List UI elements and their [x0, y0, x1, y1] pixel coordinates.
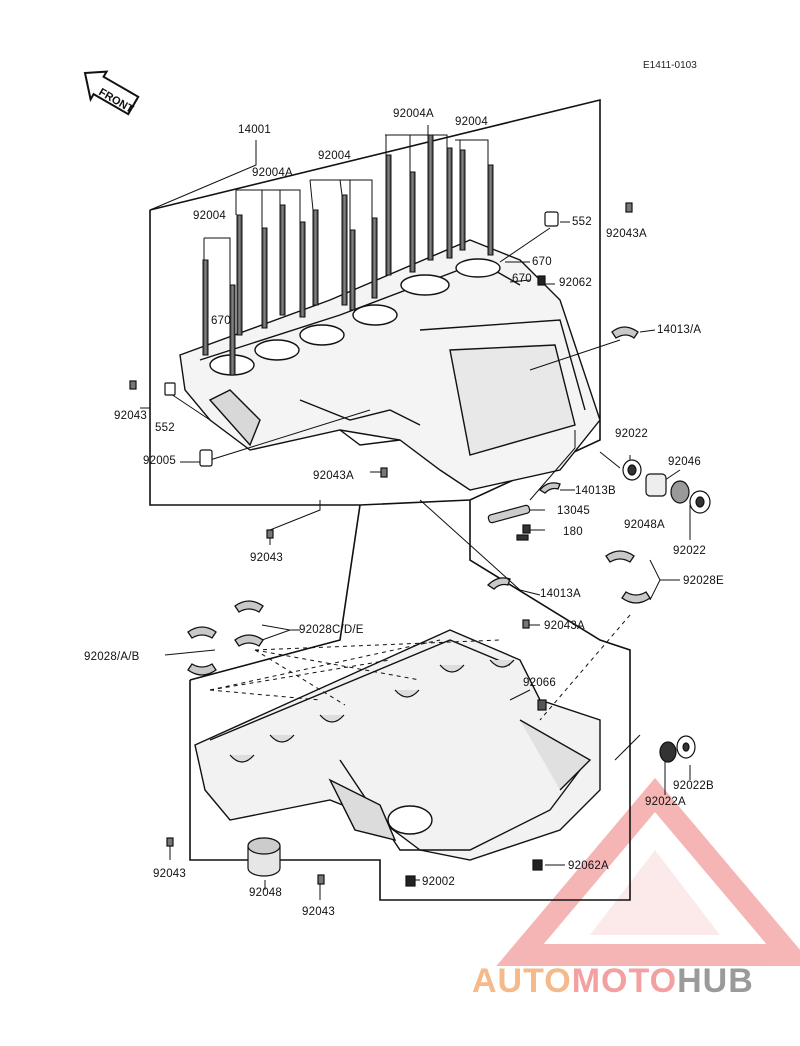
- label-92005: 92005: [143, 455, 176, 467]
- label-670-b: 670: [512, 273, 532, 285]
- label-92043-left: 92043: [114, 410, 147, 422]
- label-92004-mid: 92004: [318, 150, 351, 162]
- label-92043-bl: 92043: [153, 868, 186, 880]
- main-saddles: [229, 659, 515, 763]
- label-92004A-top: 92004A: [393, 108, 434, 120]
- label-92028E: 92028E: [683, 575, 724, 587]
- label-92022-top: 92022: [615, 428, 648, 440]
- label-92028CDE: 92028C/D/E: [299, 624, 364, 636]
- label-552-left: 552: [155, 422, 175, 434]
- watermark-triangle: [496, 777, 800, 966]
- watermark-moto: MOTO: [571, 962, 678, 1000]
- label-180: 180: [563, 526, 583, 538]
- label-14013A-1: 14013/A: [657, 324, 702, 336]
- label-92004-top: 92004: [455, 116, 488, 128]
- label-92048: 92048: [249, 887, 282, 899]
- label-92022-b: 92022: [673, 545, 706, 557]
- label-92043A-low: 92043A: [544, 620, 585, 632]
- label-92043-bot: 92043: [302, 906, 335, 918]
- label-670-left: 670: [211, 315, 231, 327]
- diagram-code: E1411-0103: [643, 60, 697, 71]
- label-92062A: 92062A: [568, 860, 609, 872]
- label-552-top: 552: [572, 216, 592, 228]
- leader-lines: [140, 125, 691, 900]
- upper-crankcase: [179, 239, 601, 491]
- lower-outline: [189, 504, 361, 681]
- label-92046: 92046: [668, 456, 701, 468]
- label-670-a: 670: [532, 256, 552, 268]
- watermark-logo: AUTOMOTOHUB: [472, 962, 754, 1001]
- label-92002: 92002: [422, 876, 455, 888]
- dashed-leaders: [209, 614, 631, 721]
- label-92028AB: 92028/A/B: [84, 651, 140, 663]
- label-14013B: 14013B: [575, 485, 616, 497]
- label-92043A-mid: 92043A: [313, 470, 354, 482]
- label-92048A: 92048A: [624, 519, 665, 531]
- label-92066: 92066: [523, 677, 556, 689]
- label-92022B: 92022B: [673, 780, 714, 792]
- label-92043-mid: 92043: [250, 552, 283, 564]
- label-92004A-mid: 92004A: [252, 167, 293, 179]
- watermark-auto: AUTO: [472, 962, 572, 1000]
- cylinder-bores: [209, 258, 501, 376]
- label-14001: 14001: [238, 124, 271, 136]
- front-arrow: [83, 70, 140, 116]
- lower-crankcase: [194, 629, 601, 861]
- label-13045: 13045: [557, 505, 590, 517]
- label-92022A: 92022A: [645, 796, 686, 808]
- label-92004-left: 92004: [193, 210, 226, 222]
- studs: [202, 134, 494, 376]
- hardware: [129, 202, 711, 887]
- bearing-shells: [187, 326, 651, 676]
- label-92062: 92062: [559, 277, 592, 289]
- label-14013A-2: 14013A: [540, 588, 581, 600]
- label-92043A-top: 92043A: [606, 228, 647, 240]
- watermark-hub: HUB: [677, 962, 754, 1000]
